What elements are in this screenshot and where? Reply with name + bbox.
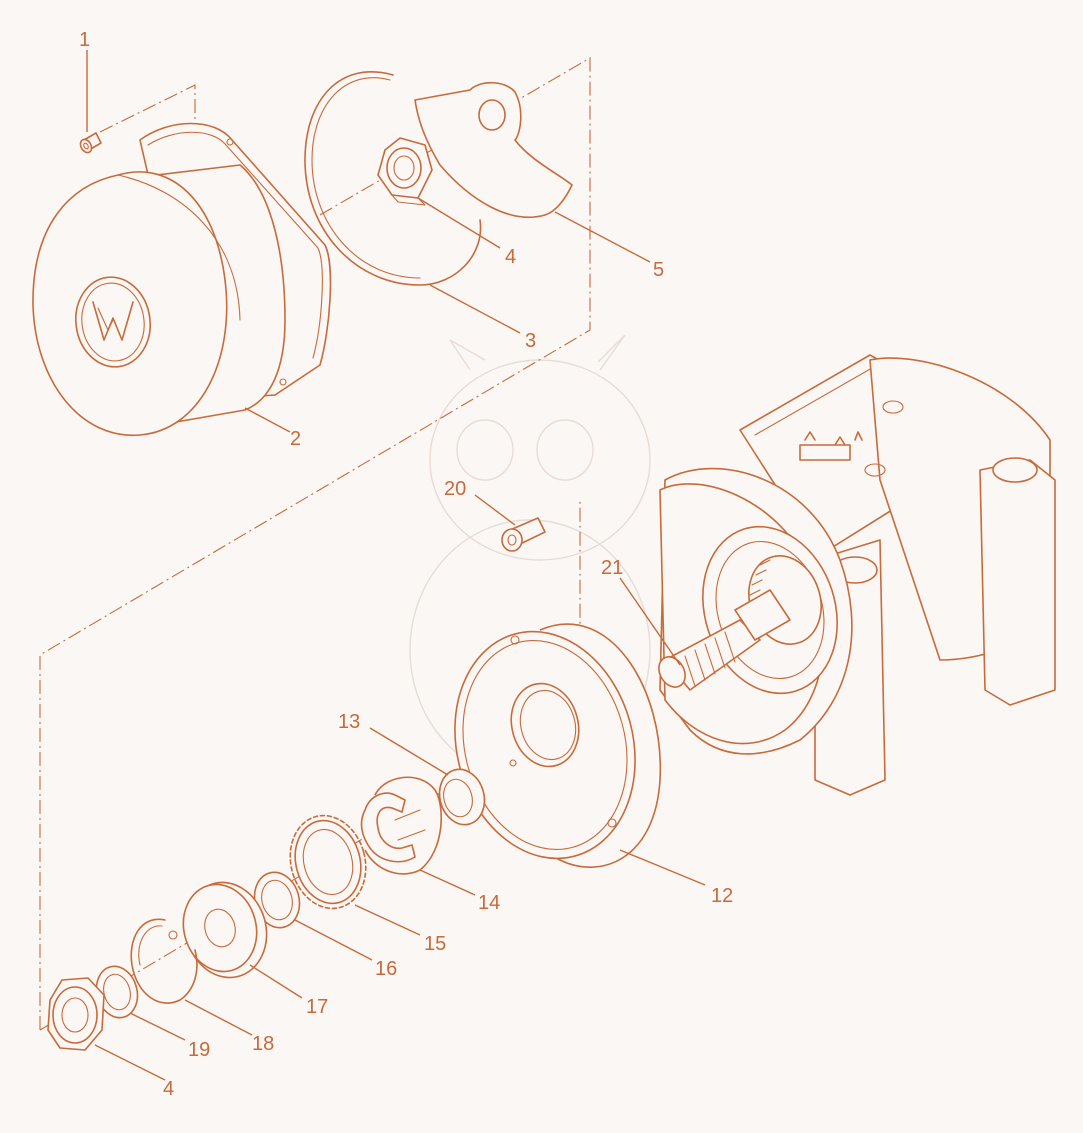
part-16-thin-washer (253, 871, 301, 929)
part-2-cover-housing (32, 122, 332, 436)
callout-2: 2 (290, 428, 301, 450)
callout-16: 16 (375, 958, 397, 980)
terminal-studs (799, 431, 863, 461)
part-15-tab-washer (289, 814, 367, 910)
part-3-retaining-ring (304, 71, 482, 286)
callout-21: 21 (601, 557, 623, 579)
part-18-circlip (130, 918, 198, 1004)
part-13-seal-ring (438, 768, 486, 826)
part-4-nut-upper (377, 137, 433, 206)
callout-17: 17 (306, 996, 328, 1018)
part-4-nut-lower (47, 977, 105, 1051)
callout-1: 1 (79, 29, 90, 51)
part-1-screw (79, 132, 102, 154)
part-12-end-flange (454, 623, 662, 868)
callout-15: 15 (424, 933, 446, 955)
part-5-lock-plate (414, 81, 573, 218)
callout-4-lower: 4 (163, 1078, 174, 1100)
callout-5: 5 (653, 259, 664, 281)
callout-20: 20 (444, 478, 466, 500)
callout-18: 18 (252, 1033, 274, 1055)
callout-labels: 1 2 3 4 5 20 21 13 14 12 15 16 17 18 19 … (79, 29, 733, 1100)
part-20-bolt (501, 517, 546, 552)
callout-14: 14 (478, 892, 500, 914)
callout-4-upper: 4 (505, 246, 516, 268)
leader-lines (86, 50, 706, 1081)
callout-19: 19 (188, 1039, 210, 1061)
callout-3: 3 (525, 330, 536, 352)
part-21-shaft (658, 589, 791, 691)
part-17-thick-washer (182, 881, 268, 979)
callout-13: 13 (338, 711, 360, 733)
w-logo-icon (92, 301, 134, 341)
motor-body (659, 354, 1056, 796)
part-14-bearing-cage (360, 776, 443, 875)
callout-12: 12 (711, 885, 733, 907)
